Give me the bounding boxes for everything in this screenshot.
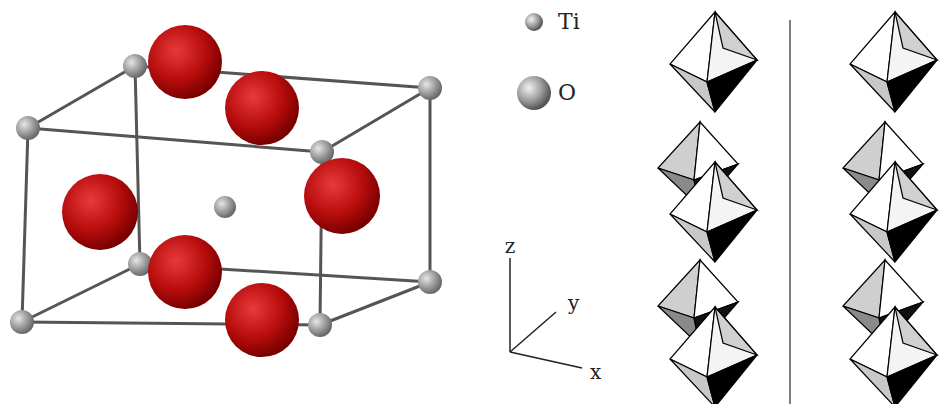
octahedra-structure [658,12,937,404]
axis-label: y [568,293,579,313]
ti-legend-sphere [525,13,543,31]
legend-text: Ti [558,11,580,33]
o-atoms [62,25,380,357]
o-legend-sphere [517,76,551,110]
unit-cell [22,66,430,325]
axis-label: z [505,236,516,256]
legend-text: O [558,82,576,104]
axis-label: x [590,362,601,382]
ti-atoms [10,54,442,337]
axes [510,258,582,368]
